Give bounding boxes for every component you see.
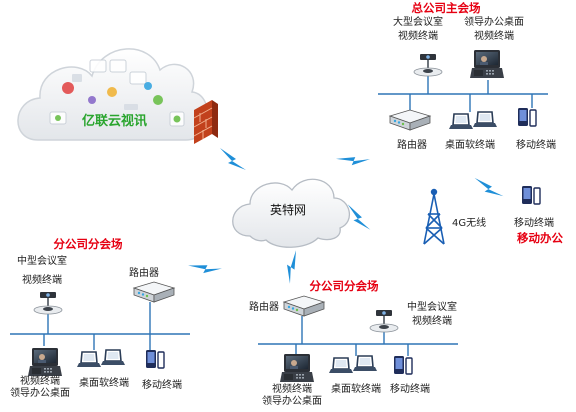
branch-left-router-icon <box>133 281 175 303</box>
branch-center-room-label-2: 视频终端 <box>412 316 452 327</box>
branch-left-leader-terminal-icon <box>28 348 62 376</box>
branch-left-room-label-2: 视频终端 <box>22 275 62 286</box>
internet-label: 英特网 <box>269 203 307 217</box>
hq-leader-label-2: 视频终端 <box>474 31 514 42</box>
cloud-brand-label: 亿联云视讯 <box>82 114 148 129</box>
branch-left-desktop-soft-label: 桌面软终端 <box>79 378 129 389</box>
branch-center-router-label: 路由器 <box>249 302 279 313</box>
branch-center-leader-terminal-icon <box>280 354 314 382</box>
mobile-office-phone-icon <box>521 185 541 205</box>
branch-left-laptop-icon-2 <box>100 349 126 366</box>
hq-large-room-label-1: 大型会议室 <box>393 17 443 28</box>
hq-laptop-icon-1 <box>448 113 474 130</box>
firewall-icon <box>193 100 218 144</box>
hq-mobile-label: 移动终端 <box>516 140 556 151</box>
branch-center-laptop-icon-1 <box>328 357 354 374</box>
hq-router-label: 路由器 <box>397 140 427 151</box>
hq-large-room-terminal-icon <box>413 53 443 77</box>
internet-cloud <box>232 178 351 248</box>
branch-left-room-label-1: 中型会议室 <box>17 256 67 267</box>
branch-center-title: 分公司分会场 <box>309 279 379 293</box>
wireless-4g-label: 4G无线 <box>452 218 487 229</box>
branch-left-network-lines <box>10 302 190 350</box>
hq-router-icon <box>389 109 431 131</box>
branch-center-leader-label-1: 视频终端 <box>272 384 312 395</box>
hq-leader-terminal-icon <box>470 50 504 78</box>
branch-left-leader-label-1: 视频终端 <box>20 376 60 387</box>
branch-center-network-lines <box>258 316 458 356</box>
branch-center-router-icon <box>283 295 325 317</box>
mobile-office-title: 移动办公 <box>517 231 563 245</box>
hq-title: 总公司主会场 <box>411 1 481 15</box>
branch-center-mobile-label: 移动终端 <box>390 384 430 395</box>
yealink-cloud <box>17 48 209 141</box>
branch-left-mobile-label: 移动终端 <box>142 380 182 391</box>
hq-desktop-soft-label: 桌面软终端 <box>445 140 495 151</box>
branch-left-title: 分公司分会场 <box>53 237 123 251</box>
hq-large-room-label-2: 视频终端 <box>398 31 438 42</box>
branch-center-mobile-icon <box>393 355 413 375</box>
branch-center-leader-label-2: 领导办公桌面 <box>262 396 322 407</box>
branch-center-room-label-1: 中型会议室 <box>407 302 457 313</box>
branch-left-router-label: 路由器 <box>129 268 159 279</box>
hq-leader-label-1: 领导办公桌面 <box>464 17 524 28</box>
branch-left-mobile-icon <box>145 349 165 369</box>
hq-mobile-icon <box>517 107 537 127</box>
hq-network-lines <box>378 76 548 112</box>
mobile-office-terminal-label: 移动终端 <box>514 218 554 229</box>
branch-center-laptop-icon-2 <box>352 355 378 372</box>
branch-center-desktop-soft-label: 桌面软终端 <box>331 384 381 395</box>
branch-center-room-terminal-icon <box>369 309 399 333</box>
branch-left-leader-label-2: 领导办公桌面 <box>10 388 70 399</box>
branch-left-room-terminal-icon <box>33 291 63 315</box>
branch-left-laptop-icon-1 <box>76 351 102 368</box>
cell-tower-icon <box>423 188 445 245</box>
link-bolt-branch-center <box>276 250 310 284</box>
link-bolt-cloud <box>220 148 246 170</box>
link-bolt-hq <box>335 142 371 176</box>
hq-laptop-icon-2 <box>472 111 498 128</box>
link-bolt-mobile <box>474 174 504 200</box>
link-bolt-branch-left <box>188 250 222 284</box>
